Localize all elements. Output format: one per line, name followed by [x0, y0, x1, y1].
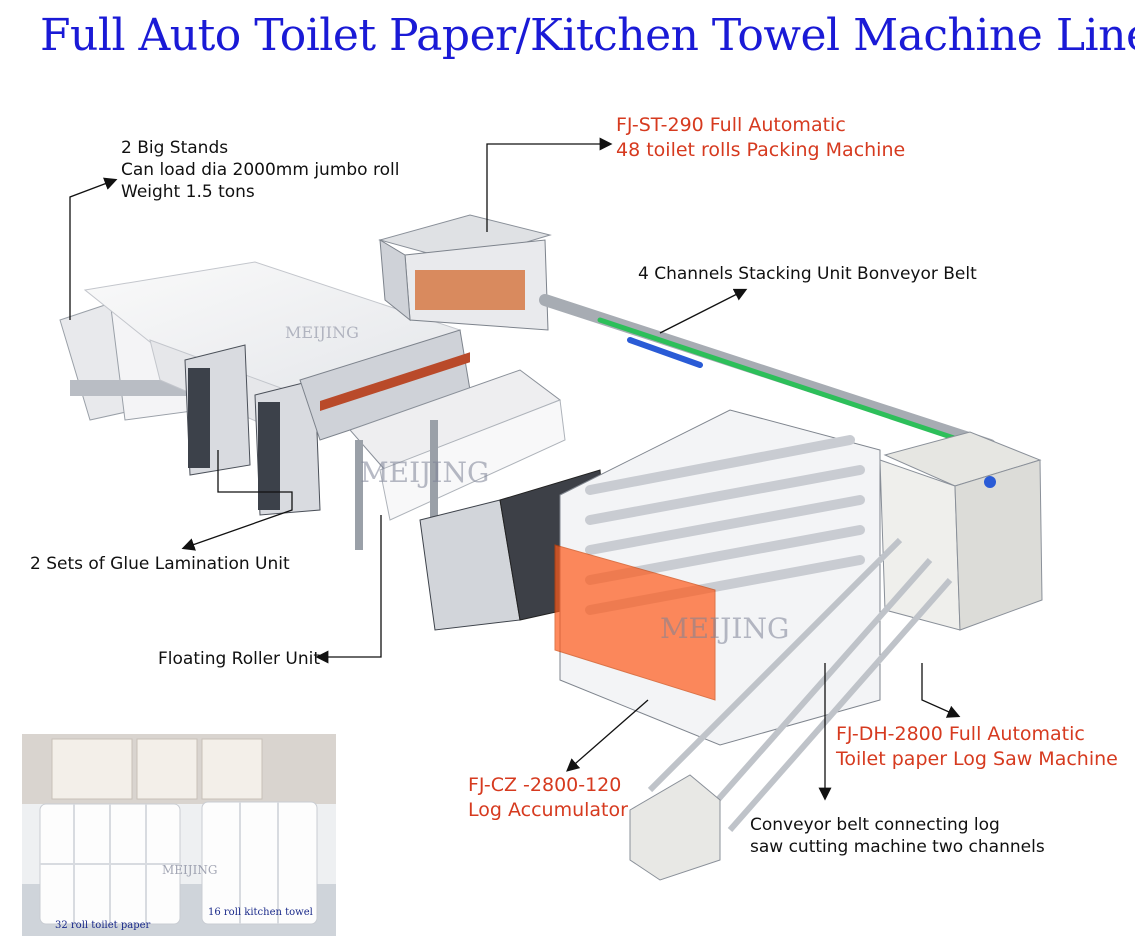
watermark: MEIJING — [360, 456, 489, 489]
stands-line-2: Can load dia 2000mm jumbo roll — [121, 160, 400, 180]
glue-lamination-cabinets — [184, 344, 321, 516]
packing-line-2: 48 toilet rolls Packing Machine — [616, 139, 906, 161]
floating-label: Floating Roller Unit — [158, 649, 321, 669]
watermark: MEIJING — [285, 323, 359, 342]
accumulator-label: FJ-CZ -2800-120 Log Accumulator — [468, 773, 628, 823]
stands-label: 2 Big Stands Can load dia 2000mm jumbo r… — [121, 137, 399, 203]
log-saw-machine — [879, 431, 1043, 631]
glue-label: 2 Sets of Glue Lamination Unit — [30, 554, 290, 574]
conveyor-line-1: Conveyor belt connecting log — [750, 815, 1000, 835]
saw-conveyor-channels — [647, 537, 953, 832]
accumulator-line-2: Log Accumulator — [468, 799, 628, 821]
watermark: MEIJING — [660, 612, 789, 645]
conveyor-line-2: saw cutting machine two channels — [750, 837, 1045, 857]
conveyor-label: Conveyor belt connecting log saw cutting… — [750, 814, 1045, 858]
packing-label: FJ-ST-290 Full Automatic 48 toilet rolls… — [616, 113, 905, 163]
log-accumulator — [554, 409, 881, 746]
stands-line-1: 2 Big Stands — [121, 138, 229, 158]
stands-line-3: Weight 1.5 tons — [121, 182, 255, 202]
floating-roller-unit — [349, 369, 566, 550]
toilet-paper-caption: 32 roll toilet paper — [55, 920, 151, 931]
saw-line-1: FJ-DH-2800 Full Automatic — [836, 723, 1085, 745]
page-title: Full Auto Toilet Paper/Kitchen Towel Mac… — [40, 10, 1135, 61]
saw-label: FJ-DH-2800 Full Automatic Toilet paper L… — [836, 722, 1118, 772]
product-photo: MEIJING 32 roll toilet paper 16 roll kit… — [22, 734, 336, 936]
watermark: MEIJING — [162, 863, 217, 877]
kitchen-towel-caption: 16 roll kitchen towel — [208, 907, 313, 918]
accumulator-line-1: FJ-CZ -2800-120 — [468, 774, 622, 796]
stacking-conveyor — [539, 294, 996, 453]
orange-safety-guard — [554, 544, 716, 701]
stacking-label: 4 Channels Stacking Unit Bonveyor Belt — [638, 264, 977, 284]
packing-machine — [378, 214, 552, 331]
packing-line-1: FJ-ST-290 Full Automatic — [616, 114, 846, 136]
saw-line-2: Toilet paper Log Saw Machine — [836, 748, 1118, 770]
